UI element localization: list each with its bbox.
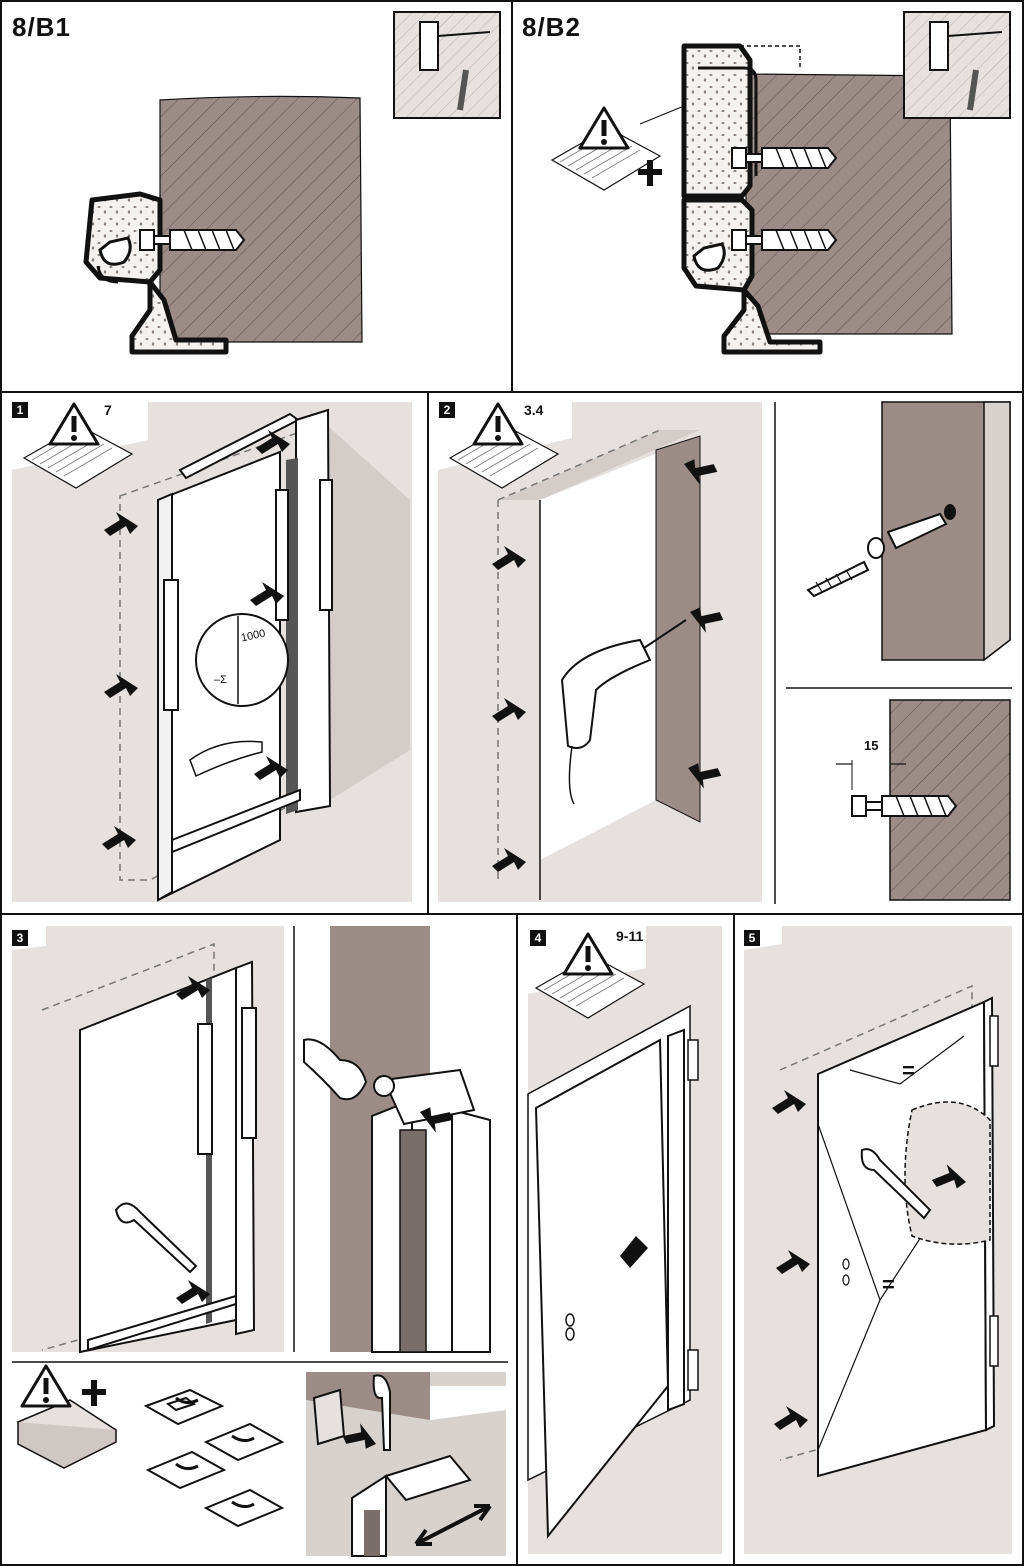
step4-reference: 9-11 — [616, 928, 644, 944]
panel-b1-drawing — [83, 11, 501, 355]
step-number-5: 5 — [744, 930, 760, 946]
step1-reference: 7 — [104, 402, 112, 418]
b2-inset-drill — [903, 11, 1011, 119]
step-number-4: 4 — [530, 930, 546, 946]
panel-step2-detail — [806, 401, 1011, 901]
step-number-3: 3 — [12, 930, 28, 946]
panel-step2-drawing — [438, 402, 762, 902]
step5-equal-mark-bottom: = — [882, 1272, 895, 1297]
step2-dimension: 15 — [864, 738, 879, 753]
panel-step1-drawing — [12, 402, 412, 902]
panel-b2-drawing — [551, 11, 1011, 355]
panel-step3-drawing — [12, 926, 491, 1354]
b1-inset-drill — [393, 11, 501, 119]
step1-gauge-symbol: –Σ — [214, 674, 227, 686]
panel-step4-drawing — [527, 926, 722, 1554]
step1-gauge-detail — [195, 613, 289, 707]
panel-title-b2: 8/B2 — [522, 12, 581, 42]
step5-equal-mark-top: = — [902, 1058, 915, 1083]
step-number-1: 1 — [12, 402, 28, 418]
step-number-2: 2 — [439, 402, 455, 418]
panel-step3-shims — [16, 1364, 506, 1557]
panel-title-b1: 8/B1 — [12, 12, 71, 42]
panel-step5-drawing — [744, 926, 1012, 1554]
step2-reference: 3.4 — [524, 402, 544, 418]
